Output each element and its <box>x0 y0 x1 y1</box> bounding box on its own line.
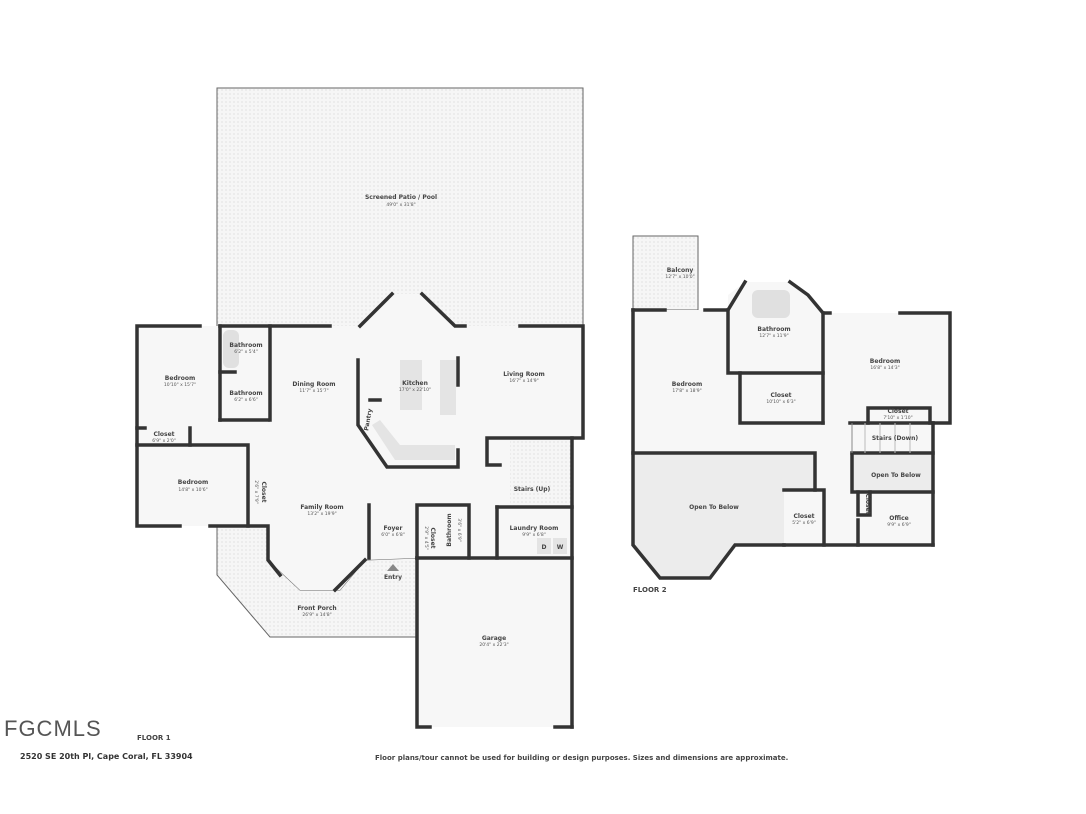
room-label: Bedroom <box>672 381 702 388</box>
watermark-logo: FGCMLS <box>4 716 102 741</box>
floor1-walls <box>135 291 585 729</box>
room-label: Kitchen <box>402 380 428 387</box>
room-dim: 10'10" x 15'7" <box>164 382 196 388</box>
room-label: Closet <box>887 408 908 415</box>
room-label: Dining Room <box>292 381 335 388</box>
room-label: Stairs (Up) <box>514 486 551 493</box>
room-dim: 49'0" x 31'8" <box>386 202 415 208</box>
room-label: Garage <box>482 635 506 642</box>
room-dim: 9'9" x 6'8" <box>522 532 546 538</box>
room-dim: 20'4" x 22'3" <box>479 642 508 648</box>
room-label: Closet <box>429 527 436 548</box>
room-dim: 6'9" x 2'0" <box>152 438 176 444</box>
room-dim: 26'9" x 14'8" <box>302 612 331 618</box>
floor1-labels: Screened Patio / Pool 49'0" x 31'8" Bedr… <box>152 194 563 648</box>
room-label: Laundry Room <box>510 525 559 532</box>
room-dim: 16'8" x 14'3" <box>870 365 899 371</box>
garage-area <box>417 558 572 727</box>
room-label: Closet <box>153 431 174 438</box>
room-label: Closet <box>770 392 791 399</box>
room-dim: 6'0" x 6'8" <box>381 532 405 538</box>
room-label: Living Room <box>503 371 545 378</box>
stairs-up-area <box>510 440 572 507</box>
room-dim: 16'7" x 14'9" <box>509 378 538 384</box>
room-dim: 9'9" x 6'9" <box>887 522 911 528</box>
patio-area <box>216 87 584 328</box>
room-dim: 11'7" x 15'7" <box>299 388 328 394</box>
room-dim: 6'2" x 5'4" <box>234 349 258 355</box>
floor2-labels: Balcony 12'7" x 10'0" Bathroom 12'7" x 1… <box>665 267 921 528</box>
room-label: Balcony <box>667 267 694 274</box>
room-label: Bedroom <box>870 358 900 365</box>
floor2-walls <box>631 279 952 580</box>
room-label: Family Room <box>300 504 343 511</box>
room-label: Pantry <box>363 408 374 431</box>
washer-icon: W <box>557 544 564 551</box>
floor-2-label: FLOOR 2 <box>633 586 667 594</box>
room-label: Bathroom <box>229 390 262 397</box>
room-label: Foyer <box>384 525 403 532</box>
room-dim: 13'2" x 19'9" <box>307 511 336 517</box>
room-label: Open To Below <box>871 472 921 479</box>
room-label: Closet <box>864 493 871 514</box>
room-dim: 2'9" x 4'5" <box>423 526 429 550</box>
open-to-below-area <box>633 453 815 578</box>
room-dim: 12'7" x 10'0" <box>665 274 694 280</box>
room-label: Office <box>889 515 908 522</box>
room-dim: 5'2" x 6'9" <box>792 520 816 526</box>
room-dim: 3'6" x 6'9" <box>456 518 462 542</box>
dryer-icon: D <box>542 544 547 551</box>
room-dim: 10'10" x 6'3" <box>766 399 795 405</box>
room-label: Closet <box>793 513 814 520</box>
room-label: Front Porch <box>297 605 336 612</box>
floor-1-label: FLOOR 1 <box>137 734 171 742</box>
room-label: Bathroom <box>229 342 262 349</box>
room-label: Open To Below <box>689 504 739 511</box>
balcony-area <box>632 235 699 311</box>
room-label: Bathroom <box>446 513 453 546</box>
room-dim: 14'8" x 10'6" <box>178 487 207 493</box>
room-dim: 7'10" x 1'10" <box>883 415 912 421</box>
room-label: Bedroom <box>165 375 195 382</box>
room-dim: 17'0" x 22'10" <box>399 387 431 393</box>
room-label: Closet <box>260 481 267 502</box>
room-dim: 2'6" x 7'9" <box>253 480 259 504</box>
property-address: 2520 SE 20th Pl, Cape Coral, FL 33904 <box>20 752 193 761</box>
room-label: Entry <box>384 574 402 581</box>
room-dim: 12'7" x 11'9" <box>759 333 788 339</box>
room-dim: 6'2" x 6'6" <box>234 397 258 403</box>
room-label: Bathroom <box>757 326 790 333</box>
open-to-below-2-area <box>852 455 933 492</box>
room-label: Stairs (Down) <box>872 435 919 442</box>
room-dim: 17'8" x 18'9" <box>672 388 701 394</box>
room-label: Screened Patio / Pool <box>365 194 437 201</box>
room-label: Bedroom <box>178 479 208 486</box>
disclaimer: Floor plans/tour cannot be used for buil… <box>375 754 789 762</box>
